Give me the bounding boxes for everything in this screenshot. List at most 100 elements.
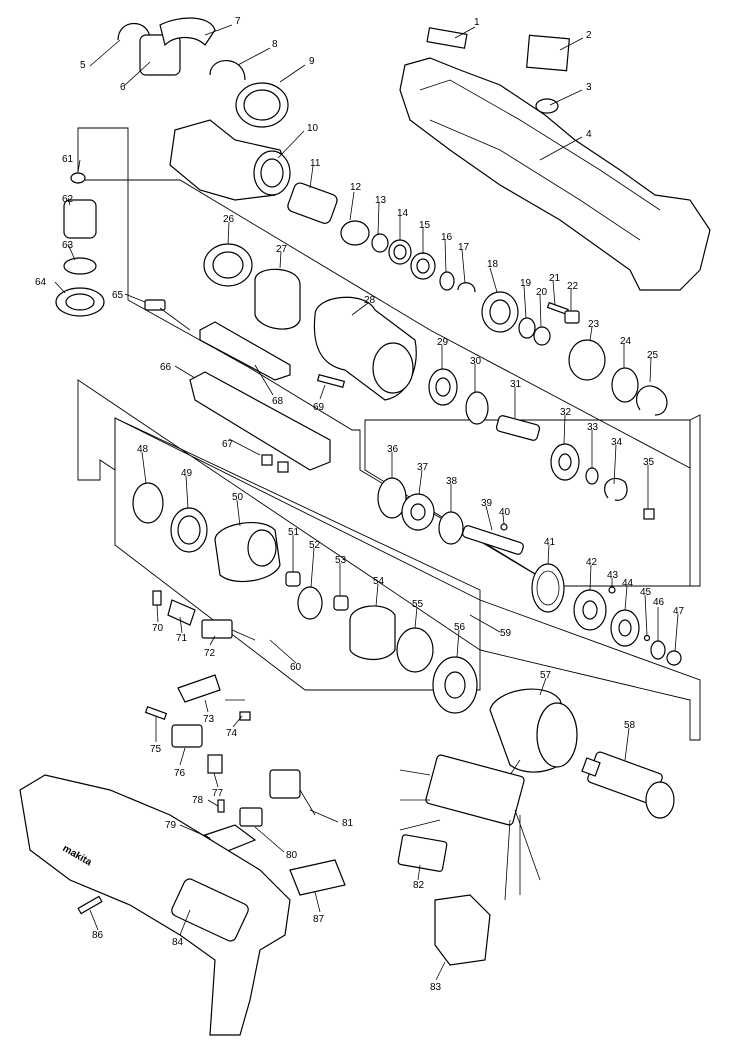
motor-housing-57 [469, 688, 578, 801]
clip-7 [159, 17, 216, 47]
retaining-ring-34 [604, 477, 628, 501]
part-label-78: 78 [192, 795, 204, 806]
switch-box-57b [399, 754, 541, 901]
controller-82 [397, 834, 448, 872]
part-label-3: 3 [586, 82, 592, 93]
part-label-20: 20 [536, 287, 548, 298]
part-label-48: 48 [137, 444, 149, 455]
part-label-74: 74 [226, 728, 238, 739]
part-label-53: 53 [335, 555, 347, 566]
washer-20 [533, 326, 551, 346]
part-label-10: 10 [307, 123, 319, 134]
assembly-outline-lower [77, 379, 701, 741]
part-label-67: 67 [222, 439, 234, 450]
part-label-81: 81 [342, 818, 354, 829]
bracket-71 [167, 599, 196, 626]
part-label-49: 49 [181, 468, 193, 479]
washer-13 [371, 233, 389, 253]
part-label-44: 44 [622, 578, 634, 589]
part-label-35: 35 [643, 457, 655, 468]
part-label-60: 60 [290, 662, 302, 673]
part-label-64: 64 [35, 277, 47, 288]
washer-38 [438, 511, 464, 545]
part-label-47: 47 [673, 606, 685, 617]
part-label-52: 52 [309, 540, 321, 551]
ring-33 [585, 467, 599, 485]
assembly-outline-gear-60 [114, 417, 481, 691]
spring-35 [643, 508, 655, 520]
part-label-56: 56 [454, 622, 466, 633]
nut-64 [55, 287, 105, 317]
part-label-22: 22 [567, 281, 579, 292]
part-label-54: 54 [373, 576, 385, 587]
label-2 [526, 34, 570, 72]
sensor-65 [144, 299, 191, 331]
carrier-52 [297, 586, 323, 620]
spring-70 [152, 590, 162, 606]
bearing-32 [550, 443, 580, 481]
cover-87 [289, 859, 346, 896]
part-label-41: 41 [544, 537, 556, 548]
part-label-71: 71 [176, 633, 188, 644]
part-label-80: 80 [286, 850, 298, 861]
assembly-outline-gear-59 [364, 419, 691, 587]
o-ring-30 [465, 391, 489, 425]
part-label-43: 43 [607, 570, 619, 581]
screw-75 [144, 705, 168, 721]
part-label-27: 27 [276, 244, 288, 255]
ring-16 [439, 271, 455, 291]
ring-gear-26 [203, 243, 253, 287]
bearing-15 [410, 252, 436, 280]
part-label-73: 73 [203, 714, 215, 725]
plate-1 [426, 27, 468, 49]
part-label-69: 69 [313, 402, 325, 413]
retaining-ring-25 [635, 385, 668, 416]
ring-gear-54 [349, 605, 396, 660]
plate-68 [199, 321, 291, 381]
part-label-86: 86 [92, 930, 104, 941]
part-label-62: 62 [62, 194, 74, 205]
part-label-16: 16 [441, 232, 453, 243]
armature-58 [581, 751, 675, 819]
part-label-34: 34 [611, 437, 623, 448]
part-label-66: 66 [160, 362, 172, 373]
screw-47 [666, 650, 682, 666]
cap-3 [535, 98, 559, 114]
bearing-14 [388, 239, 412, 265]
part-label-70: 70 [152, 623, 164, 634]
part-label-26: 26 [223, 214, 235, 225]
retaining-ring-17 [457, 282, 476, 293]
sleeve-18 [481, 291, 519, 333]
part-label-4: 4 [586, 129, 592, 140]
part-label-33: 33 [587, 422, 599, 433]
gear-case-28 [313, 296, 417, 401]
spring-ring-8 [209, 60, 246, 81]
terminal-83 [434, 894, 491, 966]
gear-37 [401, 493, 435, 531]
cam-44 [610, 609, 640, 647]
part-label-17: 17 [458, 242, 470, 253]
screw-67 [261, 454, 289, 473]
part-label-13: 13 [375, 195, 387, 206]
shaft-31 [495, 415, 541, 441]
o-ring-63 [63, 257, 97, 275]
part-label-15: 15 [419, 220, 431, 231]
part-label-5: 5 [80, 60, 86, 71]
housing-4 [399, 57, 711, 291]
spindle-11 [287, 182, 338, 224]
part-label-36: 36 [387, 444, 399, 455]
ball-45 [643, 634, 651, 642]
part-label-19: 19 [520, 278, 532, 289]
part-label-31: 31 [510, 379, 522, 390]
part-label-1: 1 [474, 17, 480, 28]
part-label-84: 84 [172, 937, 184, 948]
cover-56 [432, 656, 478, 714]
ring-19 [518, 317, 536, 339]
part-label-7: 7 [235, 16, 241, 27]
gear-51 [285, 571, 301, 587]
part-label-32: 32 [560, 407, 572, 418]
part-label-59: 59 [500, 628, 512, 639]
part-label-40: 40 [499, 507, 511, 518]
part-label-8: 8 [272, 39, 278, 50]
part-label-12: 12 [350, 182, 362, 193]
